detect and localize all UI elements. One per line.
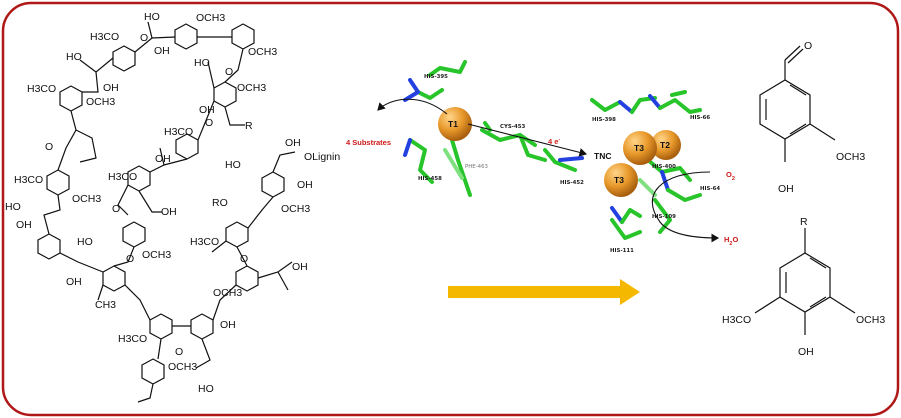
o2-label: O2 (726, 170, 735, 182)
lignin-hydroxyl-11: OH (285, 137, 301, 149)
copper-t3a-label: T3 (634, 143, 644, 153)
residue-his-66: HIS-66 (690, 115, 710, 121)
lignin-methoxy-13: H3CO (190, 236, 219, 248)
lignin-structure: H3CO OCH3 H3CO OCH3 H3CO OCH3 OCH3 H3CO … (5, 11, 340, 403)
lignin-hydroxyl-16: OH (292, 261, 308, 273)
t1-residues (403, 60, 584, 197)
syringyl-structure: R H3CO OCH3 OH (722, 216, 885, 358)
lignin-hydroxyl-13: OH (297, 179, 313, 191)
lignin-hydroxyl-6: HO (194, 57, 210, 69)
lignin-methoxy-16: OCH3 (168, 361, 197, 373)
residue-phe-463: PHE-463 (465, 164, 488, 170)
lignin-oxygen-1: O (140, 32, 148, 44)
lignin-oxygen-7: O (240, 253, 248, 265)
residue-his-64: HIS-64 (700, 186, 720, 192)
reaction-arrow (448, 279, 640, 305)
h2o-label: H2O (724, 235, 738, 247)
residue-his-111: HIS-111 (610, 248, 634, 254)
vanillin-aldehyde-oxygen: O (804, 40, 812, 52)
syringyl-hydroxyl: OH (798, 346, 814, 358)
lignin-oxygen-5: O (112, 203, 120, 215)
electron-label: 4 e- (548, 137, 560, 146)
lignin-methoxy-12: OCH3 (281, 203, 310, 215)
lignin-hydroxyl-3: OH (103, 82, 119, 94)
lignin-methoxy-11: OCH3 (142, 249, 171, 261)
lignin-hydroxyl-7: OH (155, 153, 171, 165)
lignin-methyl: CH3 (95, 299, 116, 311)
residue-his-400: HIS-400 (652, 164, 676, 170)
lignin-oxygen-6: O (126, 253, 134, 265)
copper-t2-sphere (651, 130, 681, 160)
lignin-oxygen-4: O (45, 141, 53, 153)
residue-his-452: HIS-452 (560, 180, 584, 186)
lignin-hydroxyl-12: HO (225, 159, 241, 171)
lignin-hydroxyl-8: OH (161, 206, 177, 218)
vanillin-hydroxyl: OH (778, 183, 794, 195)
substrates-label: 4 Substrates (346, 138, 391, 147)
vanillin-structure: O OCH3 OH (759, 40, 865, 195)
lignin-methoxy-10: H3CO (108, 171, 137, 183)
residue-his-395: HIS-395 (424, 74, 448, 80)
lignin-methoxy-7: OCH3 (248, 46, 277, 58)
enzyme-active-site: T1 T2 T3 T3 HIS-395 PHE-463 HIS-458 CYS-… (346, 60, 738, 254)
vanillin-methoxy: OCH3 (836, 151, 865, 163)
lignin-hydroxyl-15: OH (66, 276, 82, 288)
lignin-hydroxyl-4: HO (66, 51, 82, 63)
lignin-r-group: R (245, 120, 253, 132)
lignin-methoxy-8: H3CO (14, 174, 43, 186)
copper-t1-label: T1 (448, 119, 458, 129)
lignin-methoxy-4: OCH3 (86, 96, 115, 108)
copper-t3a-sphere (623, 131, 657, 165)
lignin-methoxy-15: H3CO (118, 333, 147, 345)
lignin-methoxy-5: H3CO (164, 126, 193, 138)
copper-t3b-sphere (604, 163, 638, 197)
lignin-label: OLignin (304, 151, 340, 163)
electron-transfer-arrow (467, 123, 588, 157)
residue-his-458: HIS-458 (418, 176, 442, 182)
lignin-methoxy-14: OCH3 (213, 287, 242, 299)
residue-his-398: HIS-398 (592, 117, 616, 123)
lignin-oxygen-8: O (175, 346, 183, 358)
lignin-methoxy-9: OCH3 (72, 193, 101, 205)
lignin-oxygen-3: O (205, 117, 213, 129)
copper-t2-label: T2 (660, 140, 670, 150)
lignin-hydroxyl-17: HO (198, 383, 214, 395)
lignin-ro-group: RO (212, 197, 228, 209)
lignin-hydroxyl-5: OH (199, 104, 215, 116)
lignin-methoxy-1: H3CO (90, 31, 119, 43)
substrate-arrow (377, 98, 448, 115)
copper-t3b-label: T3 (614, 175, 624, 185)
lignin-hydroxyl-14: HO (77, 236, 93, 248)
lignin-hydroxyl-2: OH (154, 45, 170, 57)
oxygen-reduction-arrow (651, 171, 720, 243)
residue-his-109: HIS-109 (652, 214, 676, 220)
lignin-methoxy-6: OCH3 (237, 82, 266, 94)
lignin-oxygen-2: O (225, 66, 233, 78)
syringyl-right-methoxy: OCH3 (856, 314, 885, 326)
lignin-methoxy-3: H3CO (27, 83, 56, 95)
lignin-bonds (43, 21, 296, 403)
lignin-methoxy-2: OCH3 (196, 12, 225, 24)
residue-cys-453: CYS-453 (500, 124, 525, 130)
syringyl-r-group: R (800, 216, 808, 228)
tnc-label: TNC (594, 151, 611, 161)
syringyl-left-methoxy: H3CO (722, 314, 751, 326)
lignin-hydroxyl-18: OH (220, 319, 236, 331)
lignin-hydroxyl-1: HO (144, 11, 160, 23)
lignin-hydroxyl-10: OH (16, 219, 32, 231)
copper-t1-sphere (438, 107, 472, 141)
lignin-hydroxyl-9: HO (5, 201, 21, 213)
